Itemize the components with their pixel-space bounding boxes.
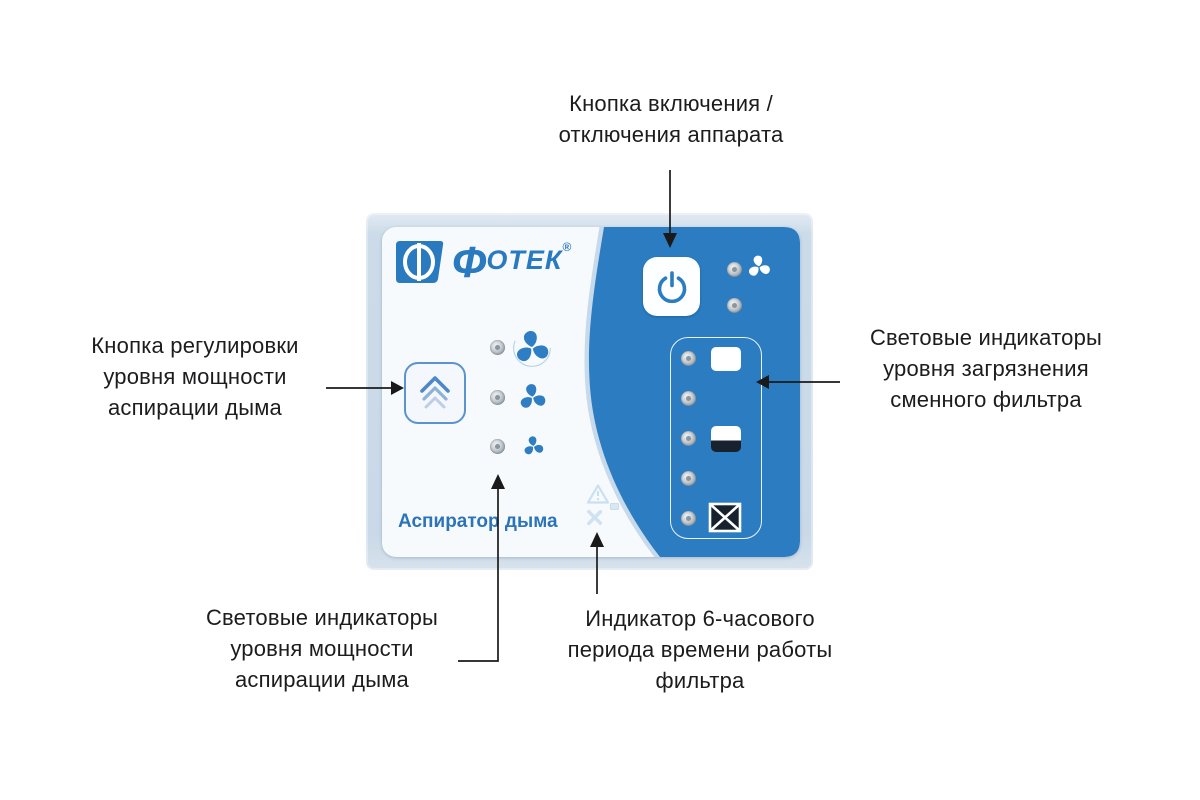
annotation-filter-contamination: Световые индикаторы уровня загрязнения с… (832, 322, 1140, 415)
annotation-line: уровня загрязнения (883, 356, 1089, 381)
annotation-line: сменного фильтра (890, 387, 1082, 412)
brand-logo: ФОТЕК® (394, 239, 571, 285)
power-icon (657, 270, 686, 303)
power-level-led-high (490, 340, 505, 355)
power-level-led-medium (490, 390, 505, 405)
filter-led-2 (681, 391, 696, 406)
annotation-line: Световые индикаторы (205, 605, 439, 630)
filter-service-led (610, 503, 619, 510)
annotation-line: фильтра (655, 668, 745, 693)
moon-icon (754, 294, 764, 314)
control-panel: ФОТЕК® (382, 227, 800, 557)
logo-letter: Ф (452, 238, 487, 287)
fan-icon (513, 329, 551, 367)
annotation-line: аспирации дыма (107, 395, 282, 420)
annotation-line: отключения аппарата (558, 122, 784, 147)
logo-wordmark: ФОТЕК® (452, 241, 571, 285)
fotek-logo-icon (396, 241, 444, 283)
fan-icon (520, 384, 546, 408)
crossed-tools-icon (587, 509, 603, 526)
filter-replace-icon (708, 502, 742, 533)
annotation-line: уровня мощности (103, 364, 287, 389)
device-front-panel: ФОТЕК® (366, 213, 813, 570)
annotation-power-adjust: Кнопка регулировки уровня мощности аспир… (45, 330, 345, 423)
night-mode-led (727, 298, 742, 313)
annotation-line: Световые индикаторы (869, 325, 1103, 350)
filter-led-4 (681, 471, 696, 486)
panel-blue-swoosh (584, 227, 800, 557)
annotation-line: аспирации дыма (234, 667, 409, 692)
filter-led-3 (681, 431, 696, 446)
annotation-line: Кнопка включения / (569, 91, 773, 116)
annotation-line: Индикатор 6-часового (585, 606, 815, 631)
fan-icon (524, 436, 544, 455)
fan-mode-led (727, 262, 742, 277)
chevron-up-triple-icon (420, 376, 450, 409)
filter-service-indicator (582, 483, 622, 535)
fan-icon (748, 255, 770, 276)
filter-half-dirty-icon (711, 426, 741, 452)
annotation-line: периода времени работы (567, 637, 833, 662)
filter-led-1 (681, 351, 696, 366)
filter-led-5 (681, 511, 696, 526)
annotation-power-button: Кнопка включения / отключения аппарата (520, 88, 822, 150)
warning-triangle-icon (586, 484, 610, 504)
filter-contamination-box (670, 337, 762, 539)
annotation-line: Кнопка регулировки (91, 333, 299, 358)
logo-text: ОТЕК (486, 245, 563, 275)
power-level-adjust-button[interactable] (404, 362, 466, 424)
annotation-line: уровня мощности (230, 636, 414, 661)
power-level-led-low (490, 439, 505, 454)
product-name: Аспиратор дыма (398, 511, 558, 532)
annotation-power-level-leds: Световые индикаторы уровня мощности аспи… (166, 602, 478, 695)
power-button[interactable] (643, 257, 700, 316)
annotation-filter-period: Индикатор 6-часового периода времени раб… (535, 603, 865, 696)
registered-mark: ® (562, 240, 572, 254)
filter-clean-icon (711, 347, 741, 371)
